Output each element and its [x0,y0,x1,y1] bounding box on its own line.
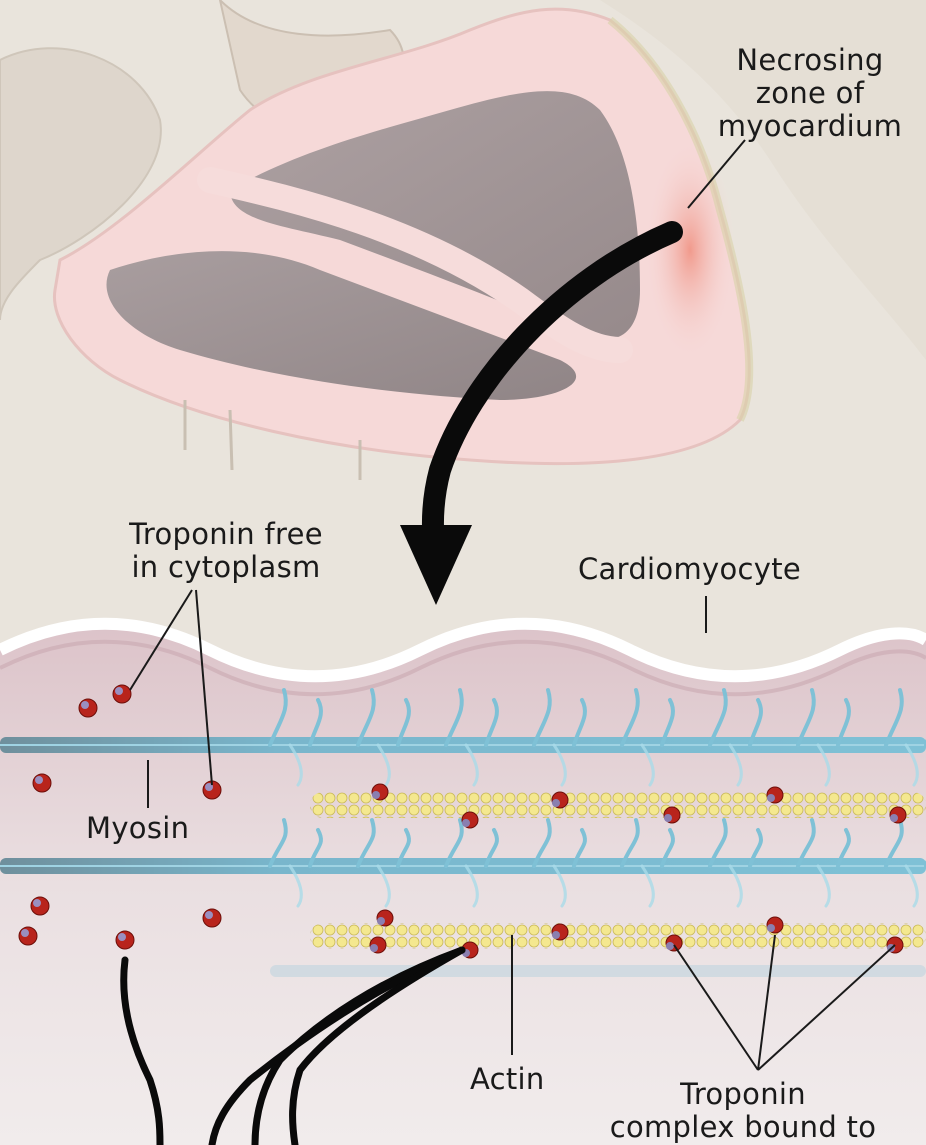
necrosing-label-line-3: myocardium [695,110,925,143]
troponin-bound-dot [552,924,568,940]
troponin-free-label-line-1: Troponin free [96,518,356,551]
actin-label: Actin [470,1063,545,1096]
troponin-bound-dot [370,937,386,953]
troponin-free-dot [31,897,49,915]
troponin-free-label-line-2: in cytoplasm [96,551,356,584]
troponin-free-dot [113,685,131,703]
troponin-complex-label: Troponin complex bound to [560,1078,926,1144]
myosin-filament-3 [270,965,926,977]
troponin-free-dot [116,931,134,949]
myosin-filament-1 [0,737,926,753]
cardiomyocyte-label: Cardiomyocyte [578,553,801,586]
troponin-complex-label-line-1: Troponin [560,1078,926,1111]
troponin-free-label: Troponin free in cytoplasm [96,518,356,584]
necrosing-label-line-1: Necrosing [695,44,925,77]
troponin-bound-dot [666,935,682,951]
troponin-bound-dot [377,910,393,926]
troponin-bound-dot [462,812,478,828]
troponin-bound-dot [372,784,388,800]
necrosing-zone-label: Necrosing zone of myocardium [695,44,925,143]
troponin-free-dot [19,927,37,945]
actin-filament-1 [310,792,926,818]
troponin-bound-dot [767,917,783,933]
troponin-bound-dot [767,787,783,803]
troponin-free-dot [79,699,97,717]
troponin-free-dot [203,909,221,927]
necrosing-label-line-2: zone of [695,77,925,110]
troponin-bound-dot [890,807,906,823]
actin-filament-2 [310,923,926,949]
myosin-label: Myosin [86,812,189,845]
myosin-filament-2 [0,858,926,874]
troponin-complex-label-line-2: complex bound to [560,1111,926,1144]
troponin-bound-dot [552,792,568,808]
troponin-free-dot [33,774,51,792]
troponin-bound-dot [664,807,680,823]
